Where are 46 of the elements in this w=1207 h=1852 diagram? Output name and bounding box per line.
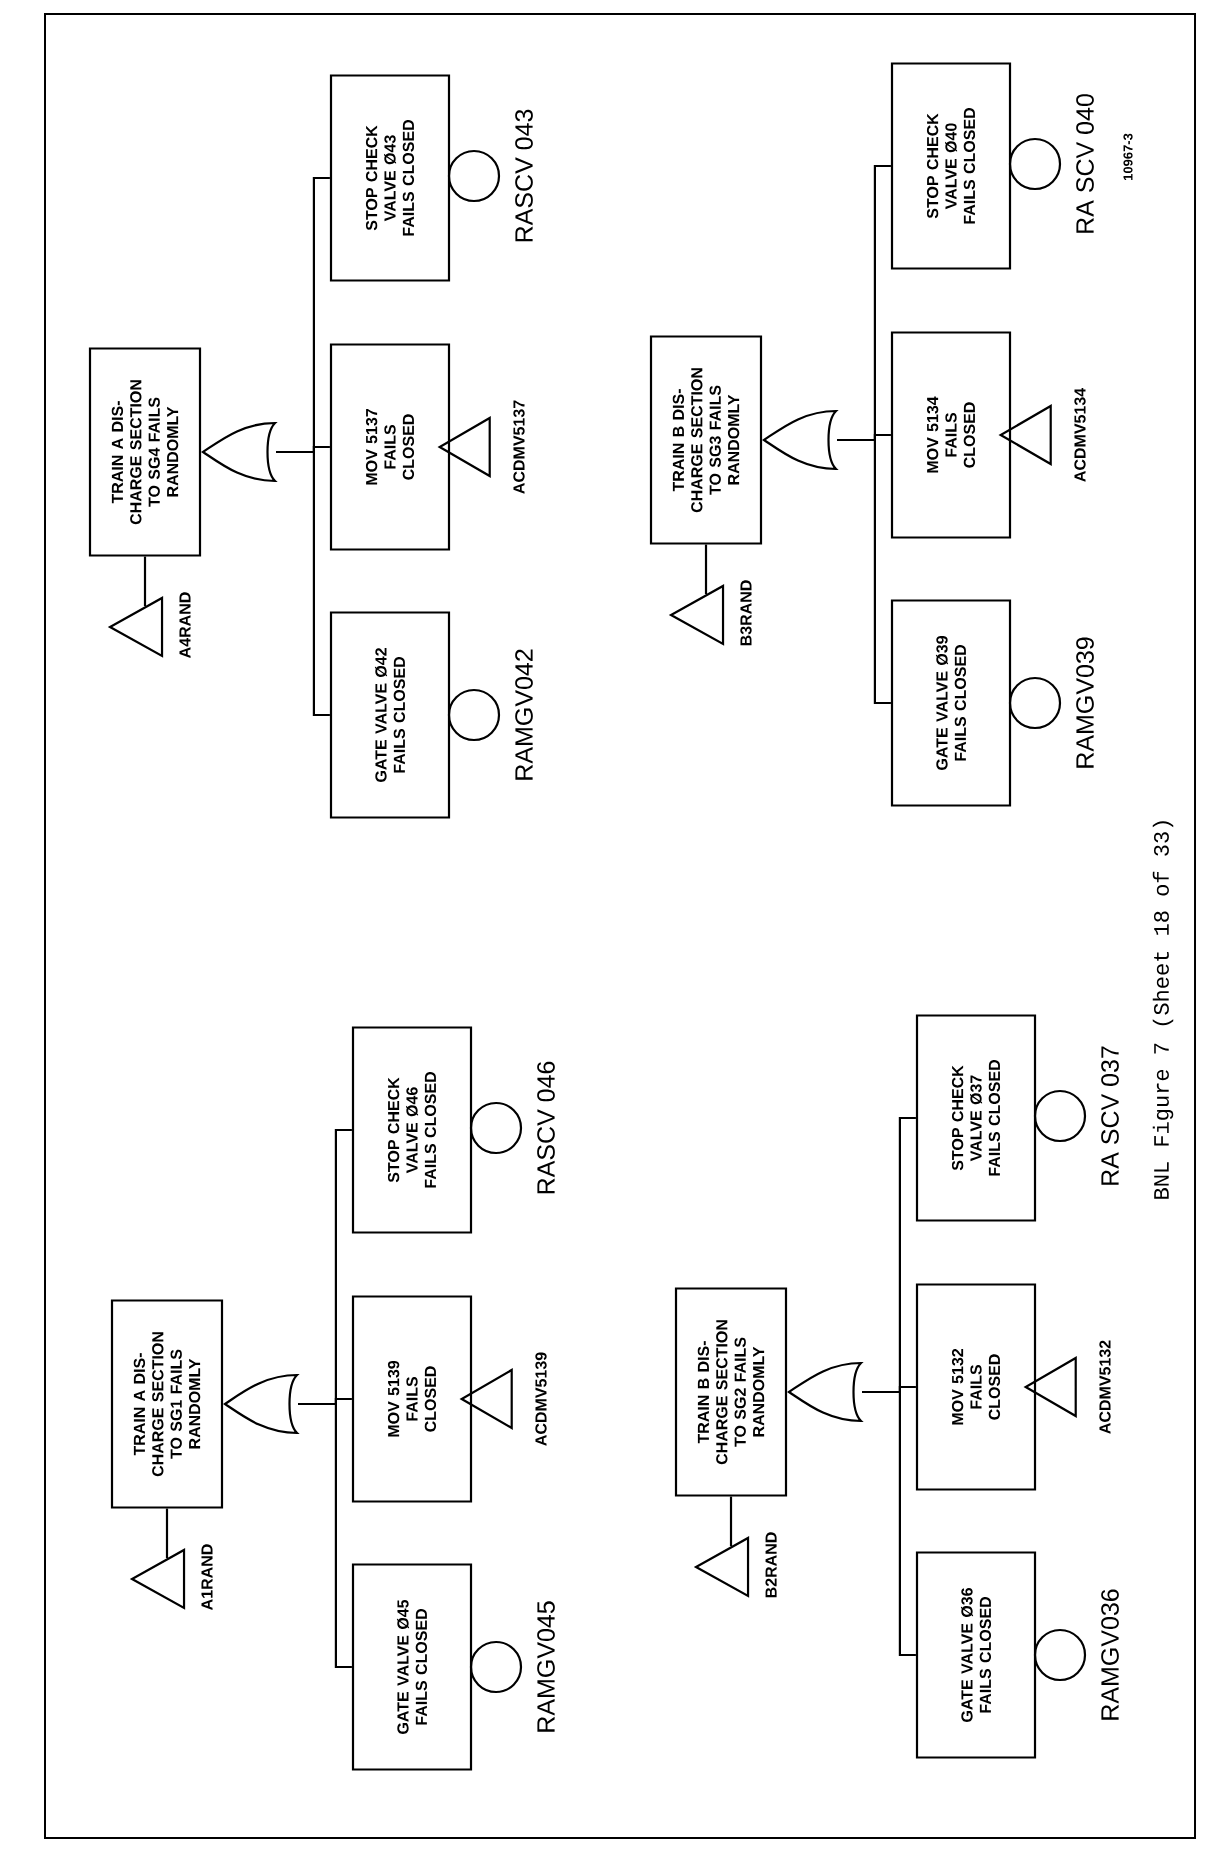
event-code: ACDMV5139: [535, 1352, 547, 1446]
connector-line: [276, 176, 330, 454]
or-gate: [201, 421, 277, 483]
event-code: B2RAND: [765, 1532, 777, 1598]
connector-line: [298, 1128, 352, 1406]
connector-line: [862, 1116, 916, 1394]
event-box: TRAIN B DIS- CHARGE SECTION TO SG2 FAILS RANDOMLY: [674, 1287, 788, 1497]
event-box: TRAIN A DIS- CHARGE SECTION TO SG4 FAILS RANDOMLY: [88, 347, 202, 557]
event-code: RAMGV036: [1101, 1589, 1119, 1720]
event-code: RAMGV045: [537, 1601, 555, 1732]
event-box: MOV 5137 FAILS CLOSED: [329, 343, 451, 551]
connector-line: [729, 1496, 733, 1547]
event-box: TRAIN A DIS- CHARGE SECTION TO SG1 FAILS RANDOMLY: [110, 1299, 224, 1509]
event-code: RA SCV 037: [1101, 1046, 1119, 1185]
event-box: GATE VALVE Ø36 FAILS CLOSED: [915, 1551, 1037, 1759]
event-box: STOP CHECK VALVE Ø43 FAILS CLOSED: [329, 74, 451, 282]
event-box: GATE VALVE Ø39 FAILS CLOSED: [890, 599, 1012, 807]
event-box: TRAIN B DIS- CHARGE SECTION TO SG3 FAILS RANDOMLY: [649, 335, 763, 545]
connector-line: [165, 1508, 169, 1559]
event-box: STOP CHECK VALVE Ø40 FAILS CLOSED: [890, 62, 1012, 270]
connector-line: [704, 544, 708, 595]
or-gate: [762, 409, 838, 471]
or-gate: [223, 1373, 299, 1435]
event-box: GATE VALVE Ø42 FAILS CLOSED: [329, 611, 451, 819]
event-code: B3RAND: [740, 580, 752, 646]
event-code: ACDMV5134: [1074, 387, 1086, 482]
event-code: RAMGV042: [515, 649, 533, 780]
event-box: GATE VALVE Ø45 FAILS CLOSED: [351, 1563, 473, 1771]
event-code: RA SCV 040: [1076, 94, 1094, 233]
event-code: A1RAND: [201, 1544, 213, 1610]
connector-line: [143, 556, 147, 607]
event-code: A4RAND: [179, 592, 191, 658]
event-box: MOV 5139 FAILS CLOSED: [351, 1295, 473, 1503]
event-box: STOP CHECK VALVE Ø46 FAILS CLOSED: [351, 1026, 473, 1234]
connector-line: [837, 164, 891, 442]
event-code: RAMGV039: [1076, 637, 1094, 768]
event-box: MOV 5134 FAILS CLOSED: [890, 331, 1012, 539]
event-code: ACDMV5137: [513, 400, 525, 494]
event-code: RASCV 046: [537, 1061, 555, 1194]
event-code: ACDMV5132: [1099, 1340, 1111, 1434]
or-gate: [787, 1361, 863, 1423]
figure-caption: BNL Figure 7 (Sheet 18 of 33): [1152, 821, 1174, 1199]
event-code: RASCV 043: [515, 109, 533, 242]
event-box: MOV 5132 FAILS CLOSED: [915, 1283, 1037, 1491]
drawing-number: 10967-3: [1123, 133, 1133, 180]
event-box: STOP CHECK VALVE Ø37 FAILS CLOSED: [915, 1014, 1037, 1222]
